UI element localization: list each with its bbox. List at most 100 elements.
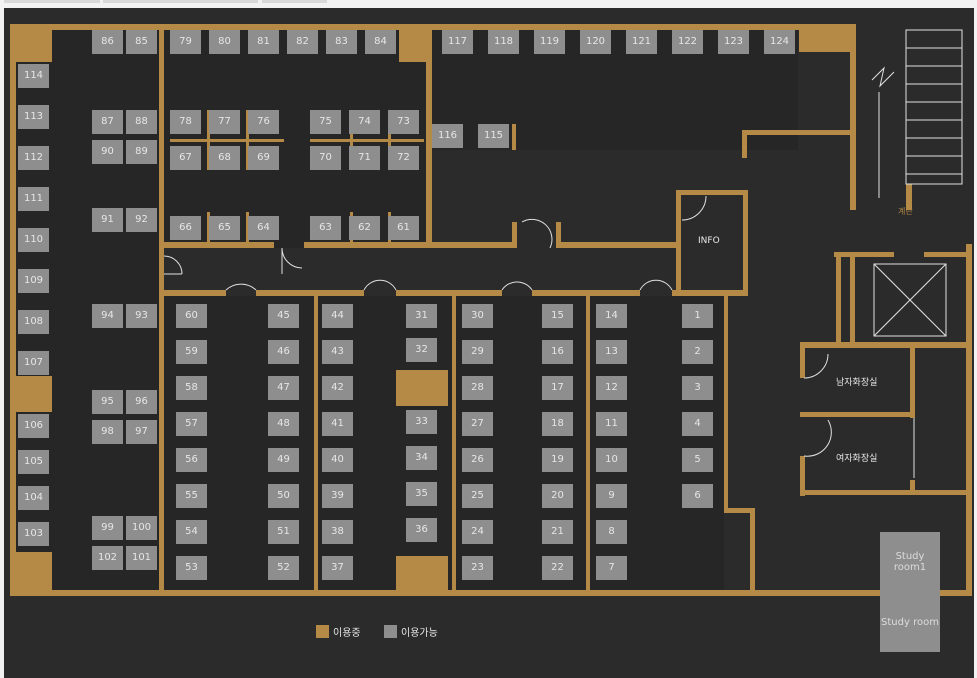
- seat-63[interactable]: 63: [310, 216, 341, 240]
- seat-44[interactable]: 44: [322, 304, 353, 328]
- seat-119[interactable]: 119: [534, 30, 565, 54]
- seat-11[interactable]: 11: [596, 412, 627, 436]
- seat-70[interactable]: 70: [310, 146, 341, 170]
- seat-4[interactable]: 4: [682, 412, 713, 436]
- seat-46[interactable]: 46: [268, 340, 299, 364]
- seat-42[interactable]: 42: [322, 376, 353, 400]
- seat-32[interactable]: 32: [406, 338, 437, 362]
- seat-38[interactable]: 38: [322, 520, 353, 544]
- seat-78[interactable]: 78: [170, 110, 201, 134]
- seat-113[interactable]: 113: [18, 105, 49, 129]
- seat-83[interactable]: 83: [326, 30, 357, 54]
- seat-57[interactable]: 57: [176, 412, 207, 436]
- seat-92[interactable]: 92: [126, 208, 157, 232]
- seat-74[interactable]: 74: [349, 110, 380, 134]
- seat-18[interactable]: 18: [542, 412, 573, 436]
- seat-47[interactable]: 47: [268, 376, 299, 400]
- seat-64[interactable]: 64: [248, 216, 279, 240]
- seat-93[interactable]: 93: [126, 304, 157, 328]
- seat-76[interactable]: 76: [248, 110, 279, 134]
- seat-77[interactable]: 77: [209, 110, 240, 134]
- seat-45[interactable]: 45: [268, 304, 299, 328]
- seat-65[interactable]: 65: [209, 216, 240, 240]
- seat-2[interactable]: 2: [682, 340, 713, 364]
- seat-51[interactable]: 51: [268, 520, 299, 544]
- seat-89[interactable]: 89: [126, 140, 157, 164]
- seat-73[interactable]: 73: [388, 110, 419, 134]
- seat-108[interactable]: 108: [18, 310, 49, 334]
- seat-53[interactable]: 53: [176, 556, 207, 580]
- seat-85[interactable]: 85: [126, 30, 157, 54]
- seat-30[interactable]: 30: [462, 304, 493, 328]
- seat-5[interactable]: 5: [682, 448, 713, 472]
- seat-86[interactable]: 86: [92, 30, 123, 54]
- seat-94[interactable]: 94: [92, 304, 123, 328]
- seat-1[interactable]: 1: [682, 304, 713, 328]
- seat-106[interactable]: 106: [18, 414, 49, 438]
- top-tab[interactable]: [262, 0, 327, 3]
- seat-29[interactable]: 29: [462, 340, 493, 364]
- seat-80[interactable]: 80: [209, 30, 240, 54]
- seat-13[interactable]: 13: [596, 340, 627, 364]
- seat-100[interactable]: 100: [126, 516, 157, 540]
- study-room-2[interactable]: Study room: [880, 592, 940, 652]
- seat-19[interactable]: 19: [542, 448, 573, 472]
- seat-107[interactable]: 107: [18, 351, 49, 375]
- seat-71[interactable]: 71: [349, 146, 380, 170]
- seat-123[interactable]: 123: [718, 30, 749, 54]
- seat-50[interactable]: 50: [268, 484, 299, 508]
- seat-97[interactable]: 97: [126, 420, 157, 444]
- seat-115[interactable]: 115: [478, 124, 509, 148]
- seat-10[interactable]: 10: [596, 448, 627, 472]
- seat-36[interactable]: 36: [406, 518, 437, 542]
- seat-118[interactable]: 118: [488, 30, 519, 54]
- top-tab[interactable]: [103, 0, 258, 3]
- seat-91[interactable]: 91: [92, 208, 123, 232]
- seat-43[interactable]: 43: [322, 340, 353, 364]
- seat-120[interactable]: 120: [580, 30, 611, 54]
- study-room-1[interactable]: Study room1: [880, 532, 940, 592]
- seat-101[interactable]: 101: [126, 546, 157, 570]
- seat-9[interactable]: 9: [596, 484, 627, 508]
- seat-25[interactable]: 25: [462, 484, 493, 508]
- seat-117[interactable]: 117: [442, 30, 473, 54]
- seat-114[interactable]: 114: [18, 64, 49, 88]
- seat-90[interactable]: 90: [92, 140, 123, 164]
- seat-8[interactable]: 8: [596, 520, 627, 544]
- seat-82[interactable]: 82: [287, 30, 318, 54]
- seat-3[interactable]: 3: [682, 376, 713, 400]
- seat-109[interactable]: 109: [18, 269, 49, 293]
- seat-72[interactable]: 72: [388, 146, 419, 170]
- seat-110[interactable]: 110: [18, 228, 49, 252]
- seat-122[interactable]: 122: [672, 30, 703, 54]
- top-tab[interactable]: [4, 0, 100, 3]
- seat-7[interactable]: 7: [596, 556, 627, 580]
- seat-81[interactable]: 81: [248, 30, 279, 54]
- seat-88[interactable]: 88: [126, 110, 157, 134]
- seat-103[interactable]: 103: [18, 522, 49, 546]
- seat-41[interactable]: 41: [322, 412, 353, 436]
- seat-79[interactable]: 79: [170, 30, 201, 54]
- seat-69[interactable]: 69: [248, 146, 279, 170]
- seat-14[interactable]: 14: [596, 304, 627, 328]
- seat-49[interactable]: 49: [268, 448, 299, 472]
- seat-48[interactable]: 48: [268, 412, 299, 436]
- seat-102[interactable]: 102: [92, 546, 123, 570]
- seat-56[interactable]: 56: [176, 448, 207, 472]
- seat-87[interactable]: 87: [92, 110, 123, 134]
- seat-15[interactable]: 15: [542, 304, 573, 328]
- seat-112[interactable]: 112: [18, 146, 49, 170]
- seat-35[interactable]: 35: [406, 482, 437, 506]
- seat-23[interactable]: 23: [462, 556, 493, 580]
- seat-68[interactable]: 68: [209, 146, 240, 170]
- seat-61[interactable]: 61: [388, 216, 419, 240]
- seat-67[interactable]: 67: [170, 146, 201, 170]
- seat-84[interactable]: 84: [365, 30, 396, 54]
- seat-17[interactable]: 17: [542, 376, 573, 400]
- seat-34[interactable]: 34: [406, 446, 437, 470]
- seat-27[interactable]: 27: [462, 412, 493, 436]
- seat-6[interactable]: 6: [682, 484, 713, 508]
- seat-105[interactable]: 105: [18, 450, 49, 474]
- seat-75[interactable]: 75: [310, 110, 341, 134]
- seat-121[interactable]: 121: [626, 30, 657, 54]
